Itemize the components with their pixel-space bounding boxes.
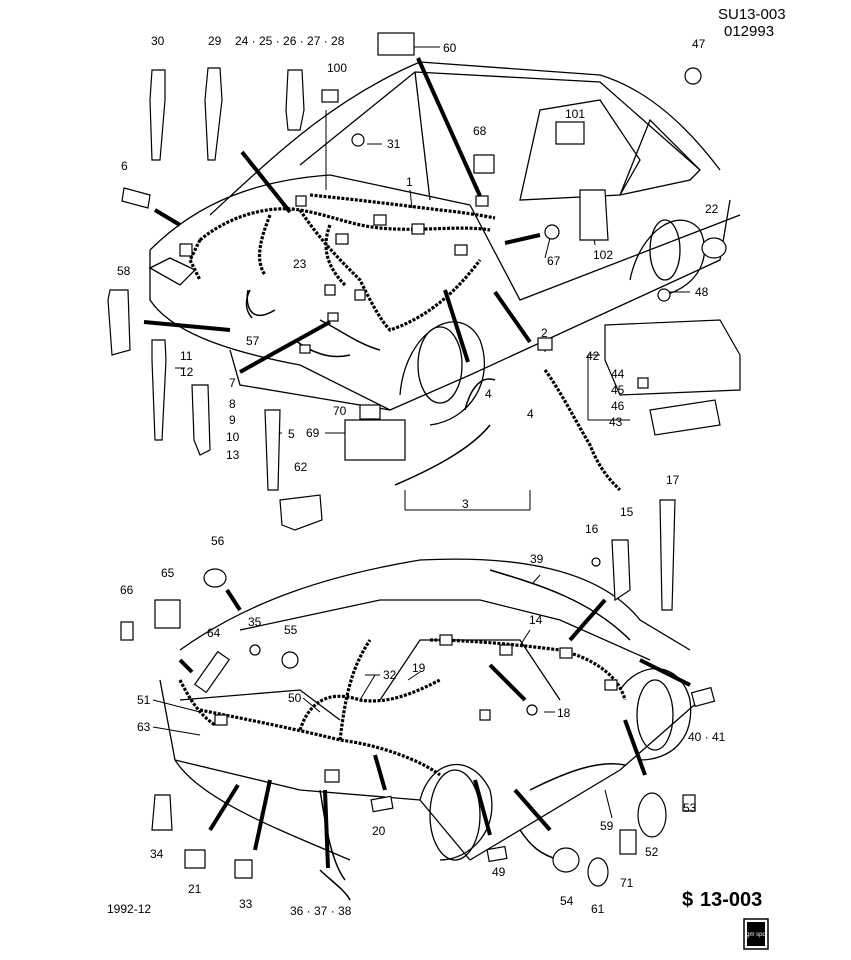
callout-24-28: 24 · 25 · 26 · 27 · 28 [235,34,345,48]
callout-64: 64 [207,626,221,640]
logo-text: gm spo [746,932,766,938]
bottom-parts [120,499,716,901]
callout-42: 42 [586,349,600,363]
callout-50: 50 [288,691,302,705]
callout-36-38: 36 · 37 · 38 [290,904,352,918]
callout-46: 46 [611,399,625,413]
callout-21: 21 [188,882,202,896]
callout-1: 1 [406,175,413,189]
bottom-leader-strokes [178,588,691,869]
callout-7: 7 [229,376,236,390]
callout-44: 44 [611,367,625,381]
callout-30: 30 [151,34,165,48]
footer-date: 1992-12 [107,902,151,916]
callout-33: 33 [239,897,253,911]
callout-57: 57 [246,334,260,348]
callout-45: 45 [611,383,625,397]
callout-16: 16 [585,522,599,536]
callout-19: 19 [412,661,426,675]
section-code: 13-003 [700,889,762,911]
callout-2: 2 [541,326,548,340]
callout-labels: 30 29 24 · 25 · 26 · 27 · 28 60 47 100 1… [117,34,726,918]
callout-63: 63 [137,720,151,734]
callout-29: 29 [208,34,222,48]
callout-43: 43 [609,415,623,429]
callout-53: 53 [683,801,697,815]
callout-3: 3 [462,497,469,511]
callout-18: 18 [557,706,571,720]
callout-6: 6 [121,159,128,173]
callout-67: 67 [547,254,561,268]
callout-14: 14 [529,613,543,627]
section-code-block: $ 13-003 [682,889,762,911]
callout-22: 22 [705,202,719,216]
callout-4b: 4 [527,407,534,421]
callout-49: 49 [492,865,506,879]
callout-8: 8 [229,397,236,411]
section-symbol-icon: $ [682,889,693,911]
callout-58: 58 [117,264,131,278]
callout-48: 48 [695,285,709,299]
bottom-leader-lines [152,574,613,819]
front-wiring-harness [179,193,496,358]
callout-102: 102 [593,248,613,262]
callout-47: 47 [692,37,706,51]
callout-12: 12 [180,365,194,379]
callout-71: 71 [620,876,634,890]
callout-20: 20 [372,824,386,838]
callout-51: 51 [137,693,151,707]
callout-69: 69 [306,426,320,440]
callout-35: 35 [248,615,262,629]
callout-62: 62 [294,460,308,474]
callout-55: 55 [284,623,298,637]
rear-car-outline [159,558,701,861]
callout-52: 52 [645,845,659,859]
diagram-code: SU13-003 [718,6,786,23]
callout-56: 56 [211,534,225,548]
callout-5: 5 [288,427,295,441]
callout-15: 15 [620,505,634,519]
callout-68: 68 [473,124,487,138]
callout-31: 31 [387,137,401,151]
callout-32: 32 [383,668,397,682]
callout-70: 70 [333,404,347,418]
callout-40-41: 40 · 41 [688,730,726,744]
top-leader-strokes [143,57,541,374]
callout-65: 65 [161,566,175,580]
gm-spo-logo: gm spo [743,918,769,950]
callout-4a: 4 [485,387,492,401]
top-parts [107,32,741,531]
callout-101: 101 [565,107,585,121]
callout-61: 61 [591,902,605,916]
callout-66: 66 [120,583,134,597]
callout-60: 60 [443,41,457,55]
callout-100: 100 [327,61,347,75]
callout-59: 59 [600,819,614,833]
callout-13: 13 [226,448,240,462]
callout-23: 23 [293,257,307,271]
callout-54: 54 [560,894,574,908]
callout-34: 34 [150,847,164,861]
callout-39: 39 [530,552,544,566]
top-leader-lines [175,46,690,511]
callout-11: 11 [180,349,193,363]
diagram-number: 012993 [724,23,774,40]
callout-9: 9 [229,413,236,427]
callout-17: 17 [666,473,680,487]
callout-10: 10 [226,430,240,444]
